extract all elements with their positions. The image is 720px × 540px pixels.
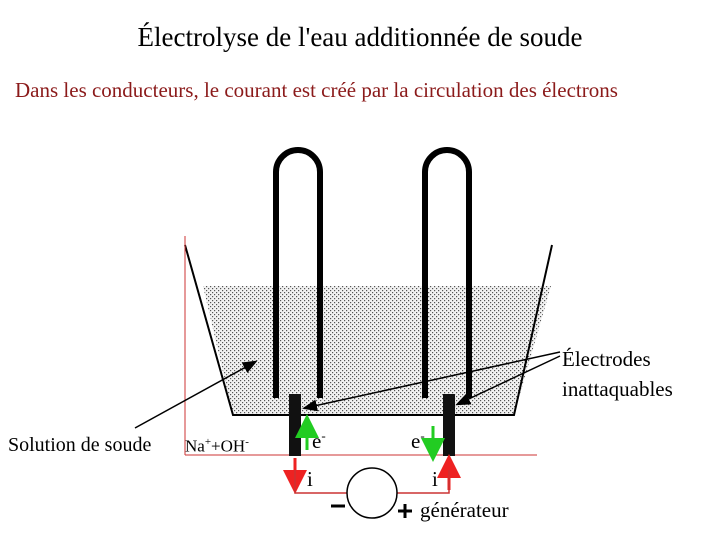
beaker [184,244,553,416]
electron-charge: - [420,428,425,443]
ion-na-charge: + [204,436,212,448]
pointer-solution [134,360,258,429]
ions-label: Na++OH- [185,436,249,457]
pointer-electrode-right [455,355,561,406]
electrodes-label-line1: Électrodes [562,347,651,371]
wire-right [397,470,450,494]
right-tube [422,147,472,398]
solution-label: Solution de soude [8,434,152,456]
right-electrode [443,394,455,456]
electrodes-label: Électrodes inattaquables [562,344,673,404]
soda-solution [203,286,551,415]
electrodes-label-line2: inattaquables [562,377,673,401]
subtitle: Dans les conducteurs, le courant est cré… [15,78,618,102]
page-title: Électrolyse de l'eau additionnée de soud… [137,22,583,52]
ion-oh-charge: - [245,436,249,448]
left-electrode [289,394,301,456]
electron-label-left: e- [312,428,326,454]
generator-icon [346,467,398,519]
electron-symbol: e [312,429,322,453]
plus-terminal-icon [398,504,412,518]
pointer-electrode-left [302,351,561,412]
wire-left [294,470,347,494]
ion-na: Na [185,436,205,456]
current-label-left: i [307,467,313,491]
generator-label: générateur [420,498,509,522]
electron-charge: - [321,428,326,443]
current-label-right: i [432,467,438,491]
ion-oh: +OH [211,436,246,456]
left-tube [273,147,323,398]
electron-symbol: e [411,429,421,453]
electron-label-right: e- [411,428,425,454]
